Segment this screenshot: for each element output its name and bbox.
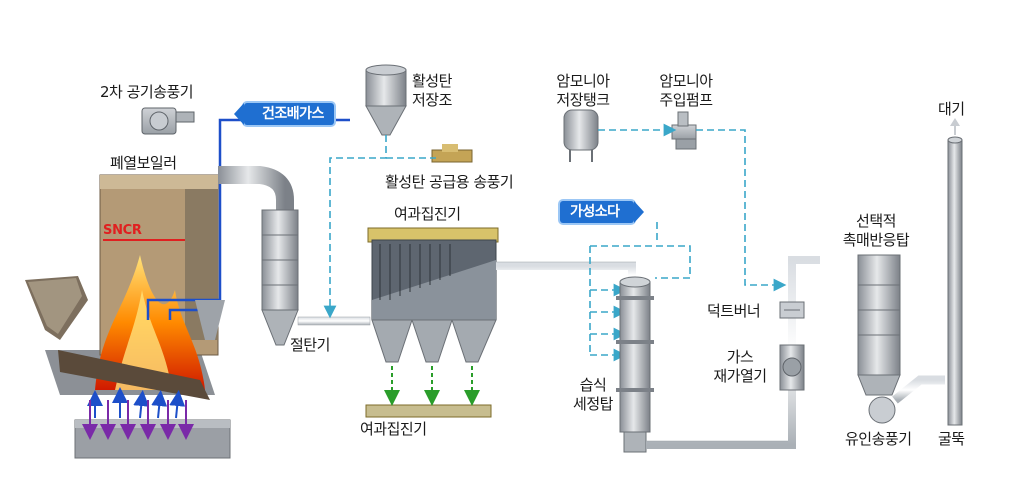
- activated-carbon-silo-label: 활성탄 저장조: [412, 72, 452, 109]
- activated-carbon-silo-graphic: [365, 64, 407, 136]
- gas-reheater-graphic: [779, 344, 805, 391]
- secondary-air-fan-label: 2차 공기송풍기: [100, 83, 194, 101]
- bag-filter-graphic: [365, 227, 499, 418]
- sncr-label: SNCR: [103, 223, 142, 238]
- activated-carbon-fan-label: 활성탄 공급용 송풍기: [385, 173, 514, 191]
- combustion-air-arrows: [82, 387, 194, 440]
- bag-filter-bottom-label: 여과집진기: [360, 420, 427, 438]
- incinerator: [25, 107, 350, 459]
- caustic-soda-tag: 가성소다: [560, 201, 644, 223]
- waste-heat-boiler-label: 폐열보일러: [110, 154, 177, 172]
- wet-scrubber-graphic: [616, 276, 654, 453]
- bag-filter-top-label: 여과집진기: [394, 205, 461, 223]
- caustic-soda-line: [589, 222, 691, 362]
- boiler-duct: [195, 166, 294, 340]
- induced-fan-label: 유인송풍기: [845, 430, 912, 448]
- ammonia-tank-graphic: [563, 109, 599, 162]
- scr-reactor-graphic: [820, 254, 945, 424]
- coal-saver-label: 절탄기: [290, 336, 330, 354]
- duct-burner-label: 덕트버너: [707, 302, 761, 320]
- dust-discharge-arrows: [384, 366, 480, 406]
- ammonia-tank-label: 암모니아 저장탱크: [556, 72, 610, 109]
- selective-reactor-label: 선택적 촉매반응탑: [842, 212, 910, 249]
- wet-scrubber-label: 습식 세정탑: [573, 376, 613, 413]
- dry-exhaust-gas-tag: 건조배가스: [234, 103, 334, 125]
- duct-burner-graphic: [779, 301, 805, 319]
- stack-label: 굴뚝: [938, 430, 965, 448]
- economizer: [261, 209, 299, 346]
- ammonia-pump-graphic: [671, 111, 697, 150]
- stack-graphic: [947, 118, 963, 426]
- atmosphere-label: 대기: [938, 100, 965, 118]
- carbon-blower-graphic: [431, 144, 473, 163]
- gas-reheater-label: 가스 재가열기: [713, 348, 767, 385]
- ammonia-pump-label: 암모니아 주입펌프: [659, 72, 713, 109]
- carbon-feed-line: [323, 135, 436, 319]
- ammonia-line: [598, 123, 787, 292]
